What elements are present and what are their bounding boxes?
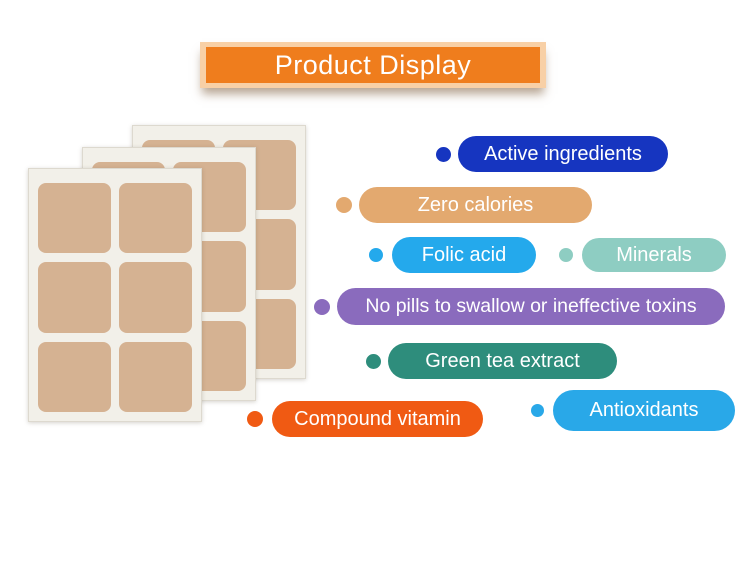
feature-badge-minerals: Minerals bbox=[559, 238, 726, 272]
slimming-patch bbox=[119, 341, 192, 412]
feature-pill: Antioxidants bbox=[553, 390, 735, 431]
feature-badge-green-tea-extract: Green tea extract bbox=[366, 343, 617, 379]
slimming-patch bbox=[119, 183, 192, 254]
bullet-dot bbox=[559, 248, 573, 262]
feature-pill: Zero calories bbox=[359, 187, 592, 223]
slimming-patch bbox=[38, 341, 111, 412]
bullet-dot bbox=[314, 298, 330, 315]
feature-badge-folic-acid: Folic acid bbox=[369, 237, 536, 273]
slimming-patch bbox=[119, 262, 192, 333]
feature-badge-compound-vitamin: Compound vitamin bbox=[247, 401, 483, 437]
feature-pill: Compound vitamin bbox=[272, 401, 483, 437]
feature-pill: No pills to swallow or ineffective toxin… bbox=[337, 288, 725, 325]
slimming-patch bbox=[38, 262, 111, 333]
feature-pill: Green tea extract bbox=[388, 343, 617, 379]
title-banner: Product Display bbox=[200, 42, 546, 88]
slimming-patch bbox=[38, 183, 111, 254]
bullet-dot bbox=[369, 248, 383, 262]
feature-badge-active-ingredients: Active ingredients bbox=[436, 136, 668, 172]
feature-badge-antioxidants: Antioxidants bbox=[531, 390, 735, 431]
title-banner-fill: Product Display bbox=[206, 47, 540, 83]
bullet-dot bbox=[531, 404, 544, 417]
feature-badge-no-pills: No pills to swallow or ineffective toxin… bbox=[314, 288, 725, 325]
feature-pill: Folic acid bbox=[392, 237, 536, 273]
bullet-dot bbox=[366, 353, 381, 369]
feature-pill: Minerals bbox=[582, 238, 726, 272]
feature-badge-zero-calories: Zero calories bbox=[336, 187, 592, 223]
page-title: Product Display bbox=[274, 49, 472, 80]
bullet-dot bbox=[436, 146, 451, 162]
bullet-dot bbox=[247, 411, 263, 427]
bullet-dot bbox=[336, 197, 352, 213]
patch-sheet-front bbox=[28, 168, 202, 422]
feature-pill: Active ingredients bbox=[458, 136, 668, 172]
